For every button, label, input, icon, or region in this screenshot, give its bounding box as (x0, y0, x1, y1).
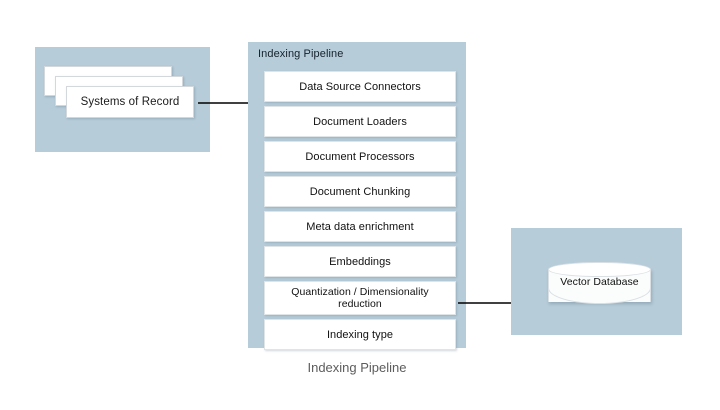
pipeline-stage-row[interactable]: Meta data enrichment (264, 211, 456, 242)
cylinder-top (548, 262, 651, 277)
vector-database-label: Vector Database (560, 276, 639, 288)
indexing-pipeline-title: Indexing Pipeline (258, 48, 344, 60)
pipeline-stage-row[interactable]: Document Processors (264, 141, 456, 172)
systems-of-record-label: Systems of Record (80, 96, 180, 108)
diagram-caption: Indexing Pipeline (307, 360, 407, 375)
pipeline-stage-label: Embeddings (329, 255, 391, 268)
pipeline-stage-label: Meta data enrichment (306, 220, 414, 233)
pipeline-stage-label: Data Source Connectors (299, 80, 421, 93)
pipeline-stage-row[interactable]: Data Source Connectors (264, 71, 456, 102)
pipeline-stage-row[interactable]: Embeddings (264, 246, 456, 277)
pipeline-stage-label: Indexing type (326, 328, 394, 341)
systems-of-record-panel: Systems of Record (35, 47, 210, 152)
pipeline-stage-row[interactable]: Quantization / Dimensionality reduction (264, 281, 456, 315)
record-card-front: Systems of Record (66, 86, 194, 118)
database-cylinder-icon: Vector Database (548, 262, 651, 306)
pipeline-stage-label: Quantization / Dimensionality reduction (291, 285, 429, 311)
pipeline-stage-row[interactable]: Indexing type (264, 319, 456, 350)
pipeline-stage-row[interactable]: Document Chunking (264, 176, 456, 207)
pipeline-stage-label: Document Processors (305, 150, 415, 163)
indexing-pipeline-panel: Indexing Pipeline Data Source Connectors… (248, 42, 466, 350)
pipeline-stage-label: Document Loaders (313, 115, 407, 128)
vector-database-panel: Vector Database (511, 228, 682, 335)
pipeline-stage-row[interactable]: Document Loaders (264, 106, 456, 137)
pipeline-stage-label: Document Chunking (309, 185, 411, 198)
